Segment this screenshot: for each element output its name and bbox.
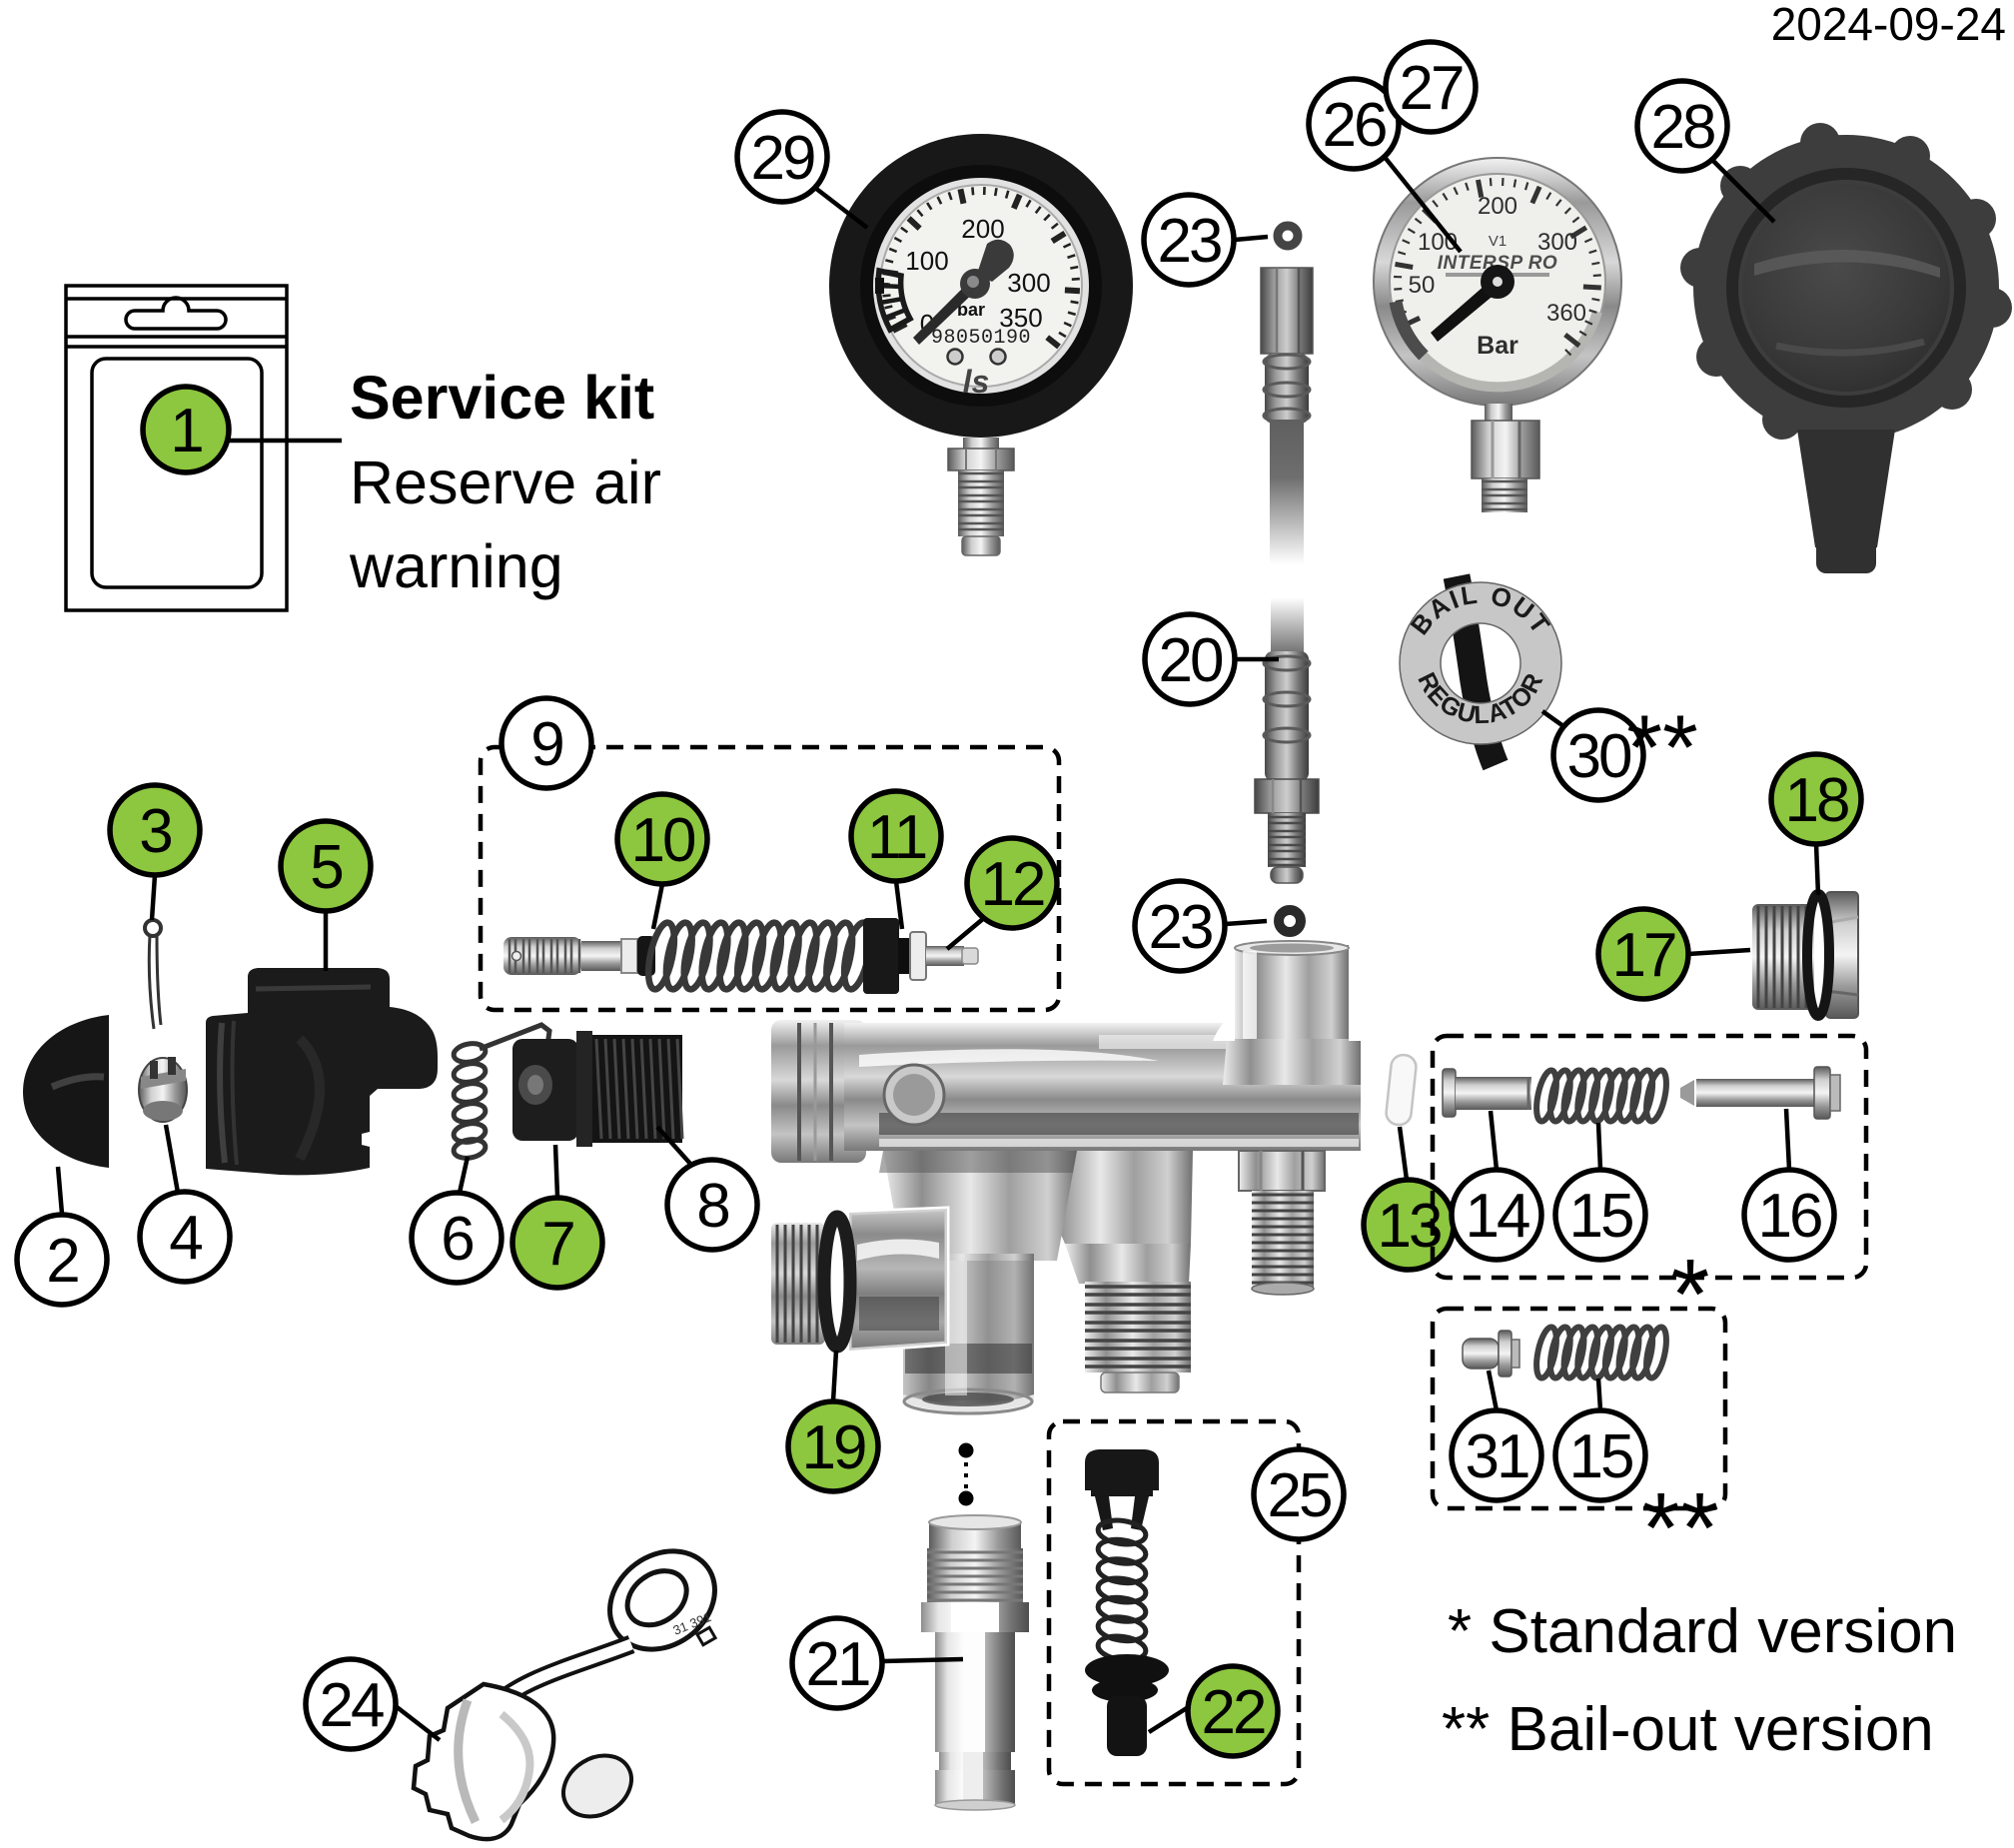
- svg-text:2024-09-24: 2024-09-24: [1771, 0, 2006, 50]
- svg-text:bar: bar: [957, 300, 985, 320]
- svg-text:ls: ls: [963, 364, 990, 400]
- svg-text:**: **: [1626, 697, 1698, 799]
- svg-text:6: 6: [441, 1205, 473, 1274]
- svg-text:24: 24: [320, 1671, 384, 1740]
- svg-text:** Bail-out version: ** Bail-out version: [1442, 1695, 1934, 1764]
- svg-text:28: 28: [1651, 93, 1714, 162]
- svg-text:2: 2: [46, 1227, 78, 1296]
- svg-text:20: 20: [1159, 626, 1223, 695]
- svg-text:14: 14: [1466, 1182, 1529, 1251]
- svg-text:* Standard version: * Standard version: [1448, 1597, 1957, 1666]
- svg-text:15: 15: [1569, 1422, 1632, 1491]
- svg-text:7: 7: [541, 1210, 573, 1279]
- svg-text:17: 17: [1612, 921, 1675, 990]
- svg-text:350: 350: [999, 303, 1042, 333]
- svg-text:300: 300: [1537, 229, 1577, 256]
- svg-text:360: 360: [1546, 300, 1586, 327]
- svg-text:8: 8: [696, 1172, 728, 1241]
- svg-text:31: 31: [1466, 1422, 1528, 1491]
- svg-text:300: 300: [1007, 268, 1050, 298]
- svg-text:11: 11: [867, 803, 926, 872]
- svg-text:Bar: Bar: [1477, 332, 1518, 360]
- svg-text:18: 18: [1785, 766, 1848, 835]
- svg-text:30: 30: [1567, 722, 1631, 791]
- svg-text:29: 29: [751, 124, 814, 193]
- svg-text:12: 12: [981, 850, 1044, 919]
- svg-text:V1: V1: [1489, 233, 1507, 250]
- svg-text:warning: warning: [349, 532, 563, 600]
- svg-text:Reserve air: Reserve air: [350, 449, 661, 516]
- svg-text:3: 3: [139, 797, 171, 866]
- svg-text:19: 19: [802, 1413, 865, 1482]
- svg-text:INTERSP RO: INTERSP RO: [1438, 253, 1557, 274]
- svg-text:15: 15: [1569, 1182, 1632, 1251]
- svg-text:*: *: [1671, 1239, 1710, 1351]
- svg-text:200: 200: [961, 214, 1004, 244]
- svg-text:5: 5: [310, 833, 342, 902]
- svg-text:9: 9: [530, 710, 562, 779]
- svg-text:26: 26: [1323, 91, 1386, 160]
- svg-text:100: 100: [905, 246, 948, 276]
- svg-text:10: 10: [631, 806, 695, 875]
- svg-text:4: 4: [169, 1204, 202, 1273]
- svg-text:23: 23: [1158, 207, 1221, 276]
- svg-text:16: 16: [1758, 1182, 1821, 1251]
- svg-text:98050190: 98050190: [931, 327, 1031, 350]
- svg-text:25: 25: [1268, 1461, 1331, 1530]
- svg-text:27: 27: [1400, 54, 1463, 123]
- svg-text:Service kit: Service kit: [350, 364, 654, 432]
- svg-text:**: **: [1641, 1472, 1719, 1584]
- svg-text:23: 23: [1149, 893, 1212, 962]
- svg-text:50: 50: [1409, 272, 1436, 299]
- svg-text:22: 22: [1202, 1678, 1265, 1747]
- svg-text:200: 200: [1478, 193, 1517, 220]
- svg-text:21: 21: [806, 1630, 869, 1699]
- svg-text:1: 1: [170, 397, 202, 465]
